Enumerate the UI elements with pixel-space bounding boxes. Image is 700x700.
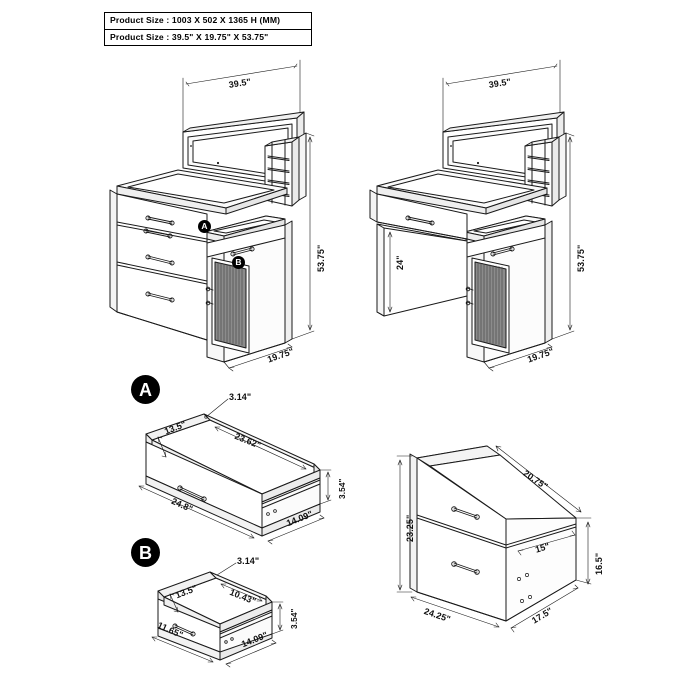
- view-drawer-b: [151, 562, 284, 668]
- view-side-vanity: [369, 59, 575, 372]
- product-size-imperial: Product Size : 39.5" X 19.75" X 53.75": [110, 31, 269, 42]
- callout-badge-b: B: [131, 538, 160, 567]
- dim-b-thickness: 3.14": [237, 556, 260, 566]
- product-size-metric: Product Size : 1003 X 502 X 1365 H (MM): [105, 13, 311, 30]
- dim-a-thickness: 3.14": [229, 392, 252, 402]
- inline-badge-b: B: [232, 256, 245, 269]
- dim-height-side: 53.75": [576, 244, 586, 272]
- view-cabinet: [396, 445, 592, 633]
- inline-badge-a: A: [198, 220, 211, 233]
- callout-badge-a: A: [131, 375, 160, 404]
- dim-a-height: 3.54": [337, 478, 347, 499]
- view-drawer-a: [138, 398, 332, 545]
- dim-knee-height: 24": [395, 255, 405, 270]
- dim-cabinet-side-height: 16.5": [594, 552, 604, 575]
- product-size-table: Product Size : 1003 X 502 X 1365 H (MM) …: [104, 12, 312, 47]
- dim-b-height: 3.54": [289, 608, 299, 629]
- dim-height-front: 53.75": [316, 244, 326, 272]
- dim-cabinet-height: 23.25": [405, 514, 415, 542]
- view-front-vanity: [109, 59, 315, 372]
